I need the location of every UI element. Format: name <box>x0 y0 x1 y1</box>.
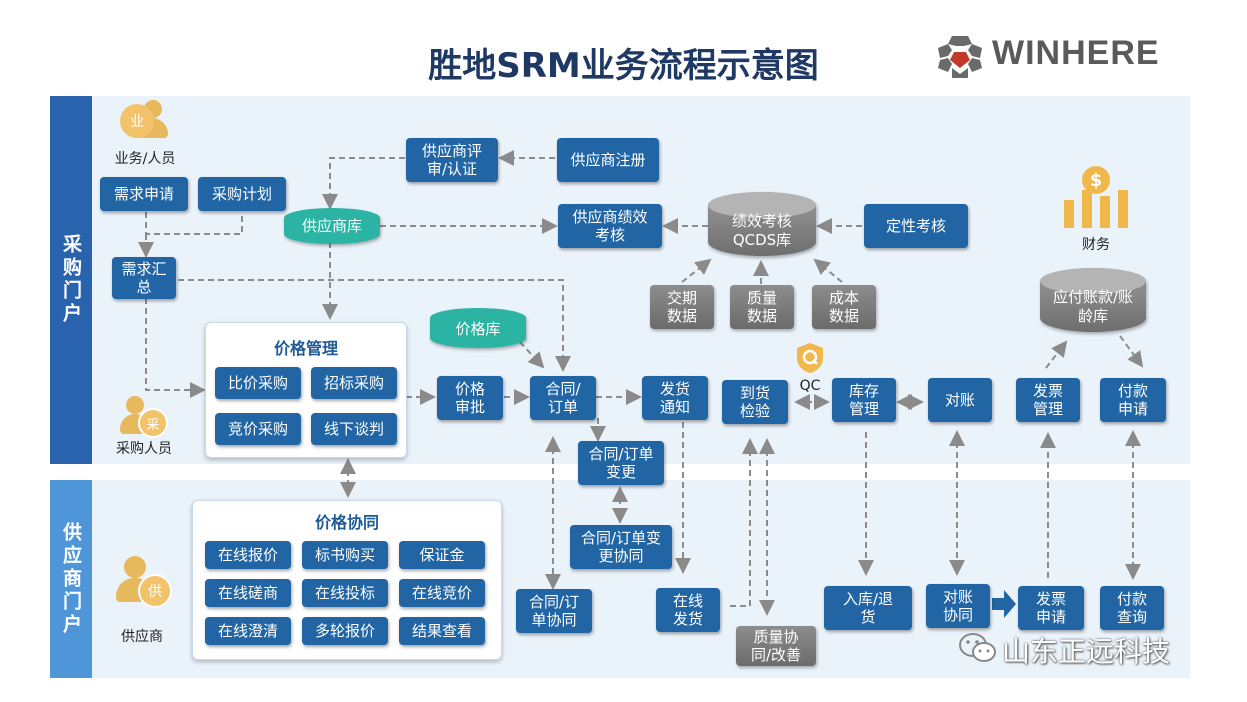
perf-db[interactable]: 绩效考核QCDS库 <box>708 192 816 256</box>
wechat-icon <box>958 632 998 664</box>
price-collab-item[interactable]: 在线澄清 <box>205 617 291 645</box>
supplier-badge: 供 <box>138 574 172 608</box>
payment-request-box[interactable]: 付款申请 <box>1100 378 1166 422</box>
business-label: 业务/人员 <box>114 151 176 167</box>
finance-label: 财务 <box>1082 237 1110 253</box>
qualitative-box[interactable]: 定性考核 <box>864 204 968 248</box>
price-mgmt-title: 价格管理 <box>273 339 338 358</box>
arrival-check-box[interactable]: 到货检验 <box>722 380 788 424</box>
price-mgmt-item[interactable]: 竞价采购 <box>215 413 301 445</box>
price-db[interactable]: 价格库 <box>430 308 526 348</box>
supplier-pool-db[interactable]: 供应商库 <box>284 208 380 244</box>
price-collab-panel: 价格协同 在线报价 标书购买 保证金 在线磋商 在线投标 在线竞价 在线澄清 多… <box>192 500 502 660</box>
reconcile-box[interactable]: 对账 <box>928 378 992 422</box>
logo-text: WINHERE <box>992 34 1160 72</box>
supplier-perf-box[interactable]: 供应商绩效考核 <box>558 204 662 248</box>
supplier-review-box[interactable]: 供应商评审/认证 <box>406 138 498 182</box>
quality-data-box[interactable]: 质量数据 <box>730 285 794 329</box>
invoice-mgmt-box[interactable]: 发票管理 <box>1016 378 1080 422</box>
price-mgmt-item[interactable]: 招标采购 <box>311 367 397 399</box>
purchase-plan-box[interactable]: 采购计划 <box>198 177 286 211</box>
payment-query-box[interactable]: 付款查询 <box>1100 586 1164 630</box>
price-collab-item[interactable]: 在线磋商 <box>205 579 291 607</box>
perf-db-label: 绩效考核QCDS库 <box>731 212 792 249</box>
buyer-icon: 采 <box>120 396 168 438</box>
price-mgmt-panel: 价格管理 比价采购 招标采购 竞价采购 线下谈判 <box>205 322 407 458</box>
finance-icon: $ <box>1064 166 1128 230</box>
payable-db[interactable]: 应付账款/账龄库 <box>1040 268 1146 332</box>
delivery-data-box[interactable]: 交期数据 <box>650 285 714 329</box>
logo-mark-icon <box>938 36 982 78</box>
ship-notice-box[interactable]: 发货通知 <box>642 376 708 420</box>
supplier-register-box[interactable]: 供应商注册 <box>557 138 659 182</box>
qc-icon <box>795 342 825 374</box>
price-collab-item[interactable]: 在线竞价 <box>399 579 485 607</box>
invoice-apply-box[interactable]: 发票申请 <box>1018 586 1084 630</box>
buyer-label: 采购人员 <box>116 441 172 457</box>
price-mgmt-item[interactable]: 比价采购 <box>215 367 301 399</box>
price-mgmt-item[interactable]: 线下谈判 <box>311 413 397 445</box>
price-approval-box[interactable]: 价格审批 <box>437 376 503 420</box>
price-db-label: 价格库 <box>455 320 501 338</box>
page-title: 胜地SRM业务流程示意图 <box>428 46 819 86</box>
demand-summary-box[interactable]: 需求汇总 <box>112 257 176 299</box>
supplier-lane-text: 供应商门户 <box>60 521 82 637</box>
buyer-badge: 采 <box>138 408 168 438</box>
cost-data-box[interactable]: 成本数据 <box>812 285 876 329</box>
contract-change-box[interactable]: 合同/订单变更 <box>578 441 664 485</box>
contract-order-box[interactable]: 合同/订单 <box>530 376 596 420</box>
supplier-lane-label: 供应商门户 <box>50 480 92 678</box>
supplier-icon: 供 <box>116 556 172 608</box>
in-out-stock-box[interactable]: 入库/退货 <box>824 586 912 630</box>
supplier-pool-label: 供应商库 <box>301 217 362 235</box>
qc-label: QC <box>799 378 821 394</box>
purchase-lane-text: 采购门户 <box>60 234 82 326</box>
payable-db-label: 应付账款/账龄库 <box>1052 288 1134 325</box>
price-collab-item[interactable]: 在线报价 <box>205 541 291 569</box>
online-ship-box[interactable]: 在线发货 <box>656 588 720 632</box>
quality-collab-box[interactable]: 质量协同/改善 <box>736 626 816 666</box>
inventory-box[interactable]: 库存管理 <box>832 378 896 422</box>
price-collab-item[interactable]: 在线投标 <box>302 579 388 607</box>
contract-collab-box[interactable]: 合同/订单协同 <box>516 589 592 633</box>
reconcile-collab-box[interactable]: 对账协同 <box>926 584 990 628</box>
price-collab-item[interactable]: 标书购买 <box>302 541 388 569</box>
price-collab-item[interactable]: 保证金 <box>399 541 485 569</box>
price-collab-item[interactable]: 结果查看 <box>399 617 485 645</box>
logo: WINHERE <box>934 32 1194 82</box>
business-person-icon: 业 <box>118 98 170 142</box>
contract-change-collab-box[interactable]: 合同/订单变更协同 <box>570 525 672 569</box>
price-collab-item[interactable]: 多轮报价 <box>302 617 388 645</box>
business-badge: 业 <box>120 104 154 138</box>
purchase-lane-label: 采购门户 <box>50 96 92 464</box>
supplier-label: 供应商 <box>121 629 163 645</box>
watermark-text: 山东正远科技 <box>1002 635 1171 668</box>
demand-request-box[interactable]: 需求申请 <box>100 177 188 211</box>
price-collab-title: 价格协同 <box>314 513 379 532</box>
